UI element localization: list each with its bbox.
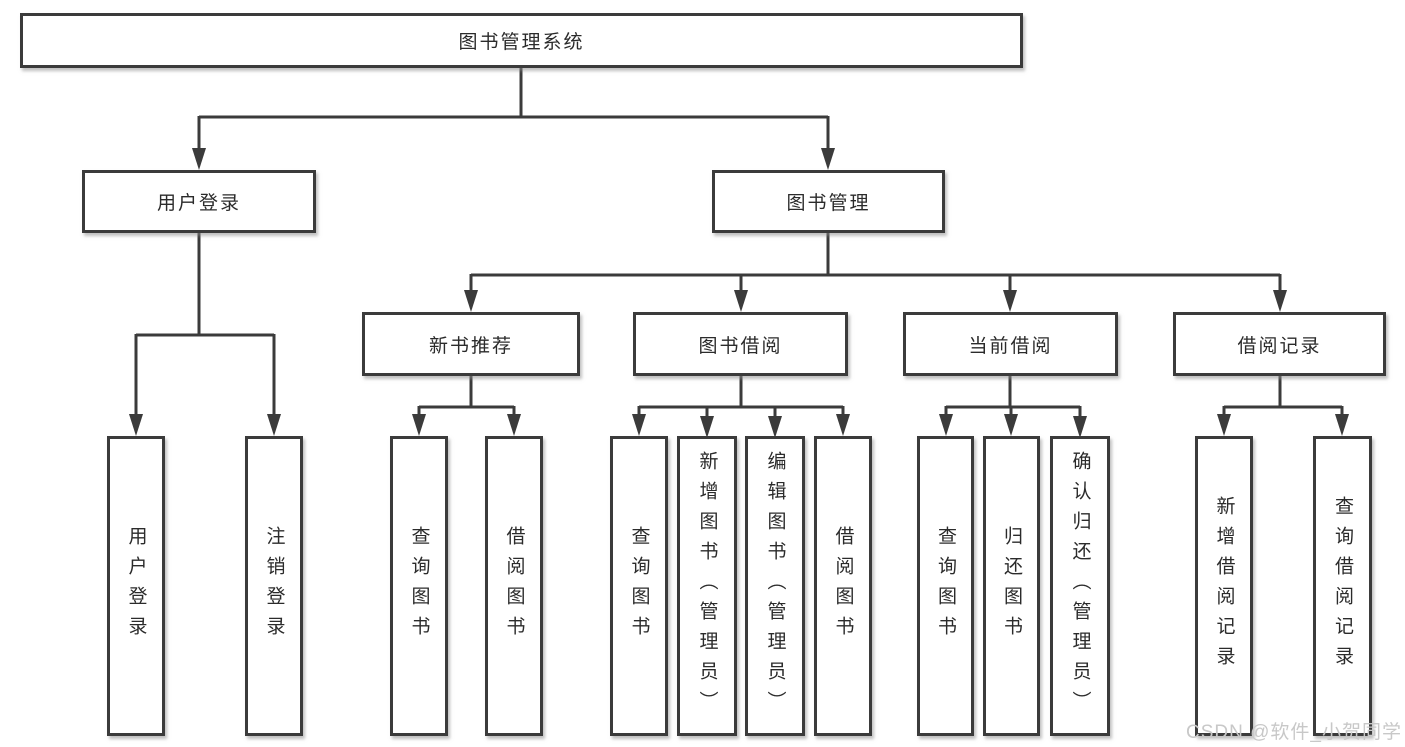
leaf-add-books-admin: 新增图书（管理员） (677, 436, 737, 736)
node-current-borrowing: 当前借阅 (903, 312, 1118, 376)
node-book-borrowing: 图书借阅 (633, 312, 848, 376)
leaf-borrow-books-recommend: 借阅图书 (485, 436, 543, 736)
leaf-logout: 注销登录 (245, 436, 303, 736)
leaf-query-books-borrowing: 查询图书 (610, 436, 668, 736)
leaf-query-books-current: 查询图书 (917, 436, 974, 736)
arrowheads (129, 148, 1349, 438)
leaf-borrow-books: 借阅图书 (814, 436, 872, 736)
leaf-return-books: 归还图书 (983, 436, 1040, 736)
node-root-library-system: 图书管理系统 (20, 13, 1023, 68)
node-user-login: 用户登录 (82, 170, 316, 233)
leaf-query-books-recommend: 查询图书 (390, 436, 448, 736)
node-new-book-recommendation: 新书推荐 (362, 312, 580, 376)
leaf-query-borrow-record: 查询借阅记录 (1313, 436, 1372, 736)
leaf-edit-books-admin: 编辑图书（管理员） (745, 436, 805, 736)
node-borrowing-records: 借阅记录 (1173, 312, 1386, 376)
node-book-management: 图书管理 (712, 170, 945, 233)
leaf-user-login: 用户登录 (107, 436, 165, 736)
csdn-watermark: CSDN @软件_小贺同学 (1186, 722, 1402, 743)
leaf-add-borrow-record: 新增借阅记录 (1195, 436, 1253, 736)
leaf-confirm-return-admin: 确认归还（管理员） (1050, 436, 1110, 736)
